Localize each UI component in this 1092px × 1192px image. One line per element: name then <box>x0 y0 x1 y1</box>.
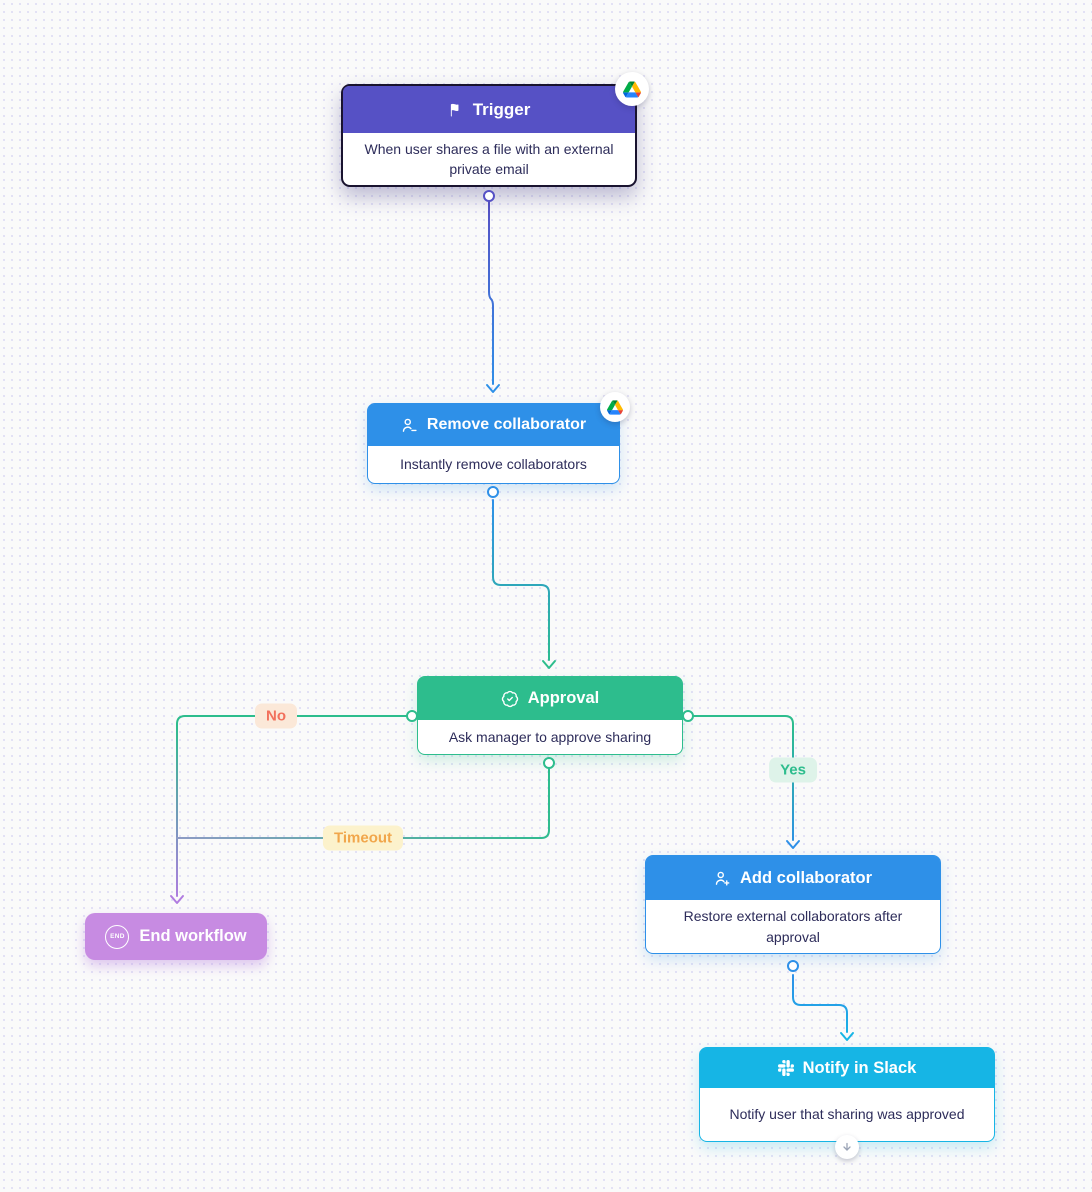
node-title: Approval <box>527 689 600 707</box>
node-notify-header: Notify in Slack <box>700 1048 994 1088</box>
google-drive-badge <box>615 72 649 106</box>
google-drive-badge <box>600 392 630 422</box>
node-notify-in-slack[interactable]: Notify in Slack Notify user that sharing… <box>699 1047 995 1142</box>
node-trigger[interactable]: Trigger When user shares a file with an … <box>341 84 637 187</box>
end-circle-icon: END <box>105 924 130 949</box>
port-approval-right[interactable] <box>682 710 694 722</box>
edge-yes-horizontal <box>688 715 794 725</box>
node-title: End workflow <box>139 927 247 945</box>
port-approval-bottom[interactable] <box>543 757 555 769</box>
edge-label-timeout: Timeout <box>322 825 404 851</box>
arrowhead <box>486 384 500 393</box>
node-description: Instantly remove collaborators <box>400 456 587 473</box>
arrowhead <box>170 895 184 904</box>
edge-label-yes: Yes <box>769 757 817 783</box>
edge-label-no: No <box>255 703 297 729</box>
node-title: Add collaborator <box>739 868 872 887</box>
node-title: Trigger <box>472 99 531 119</box>
node-title: Notify in Slack <box>802 1058 917 1077</box>
google-drive-icon <box>623 80 641 98</box>
user-minus-icon <box>402 418 417 432</box>
flag-icon <box>450 103 459 116</box>
node-remove-collaborator[interactable]: Remove collaborator Instantly remove col… <box>367 403 620 484</box>
slack-icon <box>777 1060 794 1076</box>
arrowhead <box>840 1032 854 1041</box>
node-add-collaborator[interactable]: Add collaborator Restore external collab… <box>645 855 941 954</box>
add-next-step-button[interactable] <box>835 1135 859 1159</box>
node-description: Ask manager to approve sharing <box>448 728 652 745</box>
down-arrow-icon <box>843 1142 851 1151</box>
node-description: Notify user that sharing was approved <box>729 1106 965 1123</box>
user-plus-icon <box>715 871 730 886</box>
edge-add-to-notify <box>792 974 848 1033</box>
port-approval-left[interactable] <box>406 710 418 722</box>
node-end-workflow[interactable]: END End workflow <box>85 913 267 960</box>
node-approval[interactable]: Approval Ask manager to approve sharing <box>417 676 683 755</box>
port-remove-bottom[interactable] <box>487 486 499 498</box>
node-remove-header: Remove collaborator <box>368 404 619 446</box>
node-trigger-header: Trigger <box>343 86 635 133</box>
node-add-header: Add collaborator <box>646 856 940 900</box>
node-title: Remove collaborator <box>426 416 587 433</box>
node-description: Restore external collaborators after app… <box>683 908 903 945</box>
node-description: When user shares a file with an external… <box>364 141 614 178</box>
end-badge-text: END <box>110 933 125 940</box>
node-approval-header: Approval <box>418 677 682 720</box>
badge-check-icon <box>501 690 518 707</box>
arrowhead <box>542 660 556 669</box>
arrowhead <box>786 840 800 849</box>
port-trigger-bottom[interactable] <box>483 190 495 202</box>
google-drive-icon <box>607 399 623 415</box>
edge-remove-to-approval <box>492 499 550 661</box>
edge-trigger-to-remove <box>488 201 494 385</box>
port-add-bottom[interactable] <box>787 960 799 972</box>
